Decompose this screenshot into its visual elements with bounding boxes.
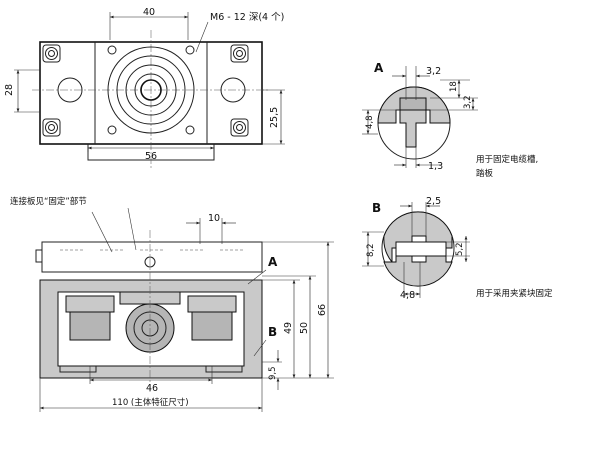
carriage-left: [65, 295, 115, 313]
rail-left: [69, 311, 111, 341]
bottom-slot-right: [205, 366, 243, 373]
top-view: 40 M6 - 12 深(4 个): [4, 7, 285, 168]
label-b-leader: [253, 339, 267, 357]
section-label-b: B: [268, 325, 277, 339]
top-plate-screw: [144, 256, 156, 268]
bottom-slot-left: [59, 366, 97, 373]
bolt-top-left: [42, 44, 61, 63]
m6-hole-1: [107, 45, 117, 55]
label-a-leader: [247, 269, 267, 285]
section-label-a: A: [268, 255, 278, 269]
side-hole-right: [220, 77, 246, 103]
detail-b-label: B: [372, 201, 381, 215]
dim-66-text: 66: [317, 304, 328, 316]
m6-hole-2: [185, 45, 195, 55]
da-dim-32-text: 3,2: [426, 66, 441, 77]
detail-b-slot: [395, 241, 447, 257]
db-caption: 用于采用夹紧块固定: [476, 288, 553, 299]
bolt-bottom-left: [42, 118, 61, 137]
carriage-right: [187, 295, 237, 313]
top-plate-lip-left: [35, 249, 42, 263]
bearing-bore: [140, 79, 162, 101]
callout-leader-1: [91, 211, 113, 253]
detail-b-section-top: [383, 211, 453, 264]
thread-leader: [195, 21, 209, 53]
bolt-bottom-right: [230, 118, 249, 137]
detail-a: A 3,2 18 3,2 4,8 1,3 用于固定电缆槽, 踏板: [362, 61, 538, 179]
dim-49-text: 49: [283, 322, 294, 334]
side-hole-left: [57, 77, 83, 103]
dim-25-text: 25,5: [269, 107, 280, 128]
callout-note: 连接板见“固定”部节: [10, 196, 87, 207]
rail-right: [191, 311, 233, 341]
detail-b: B 2,5 8,2 5,2 4,8 用于采用夹紧块固定: [362, 196, 553, 301]
dim-95-text: 9,5: [268, 366, 278, 380]
db-dim-48-text: 4,8: [400, 290, 415, 301]
dim-46-text: 46: [146, 383, 158, 394]
m6-hole-3: [107, 125, 117, 135]
db-dim-82-text: 8,2: [366, 243, 376, 257]
thread-note: M6 - 12 深(4 个): [210, 12, 284, 23]
bearing-ring-4: [134, 73, 168, 107]
section-view: 连接板见“固定”部节 10 A B: [10, 196, 334, 412]
detail-a-inner: [399, 97, 427, 111]
dim-50-text: 50: [299, 322, 310, 334]
bearing-ring-outer: [107, 46, 195, 134]
m6-hole-4: [185, 125, 195, 135]
db-dim-25-text: 2,5: [426, 196, 441, 207]
dim-10-text: 10: [208, 213, 220, 224]
dim-110-text: 110 (主体特征尺寸): [112, 397, 189, 408]
da-dim-18-text: 18: [449, 81, 459, 92]
db-dim-52-text: 5,2: [455, 242, 465, 256]
dim-56-text: 56: [145, 151, 157, 162]
da-dim-32r-text: 3,2: [463, 95, 473, 109]
detail-b-section-bottom: [383, 255, 453, 287]
callout-leader-2: [127, 207, 137, 251]
detail-a-section: [377, 86, 451, 148]
bearing-ring-3: [125, 64, 177, 116]
da-caption-1: 用于固定电缆槽,: [476, 154, 538, 165]
da-caption-2: 踏板: [476, 168, 494, 179]
dim-40-text: 40: [143, 7, 155, 18]
da-dim-13-text: 1,3: [428, 161, 443, 172]
detail-a-label: A: [374, 61, 384, 75]
da-dim-48-text: 4,8: [365, 115, 375, 129]
dim-28-text: 28: [4, 84, 15, 96]
bearing-ring-2: [116, 55, 186, 125]
bolt-top-right: [230, 44, 249, 63]
